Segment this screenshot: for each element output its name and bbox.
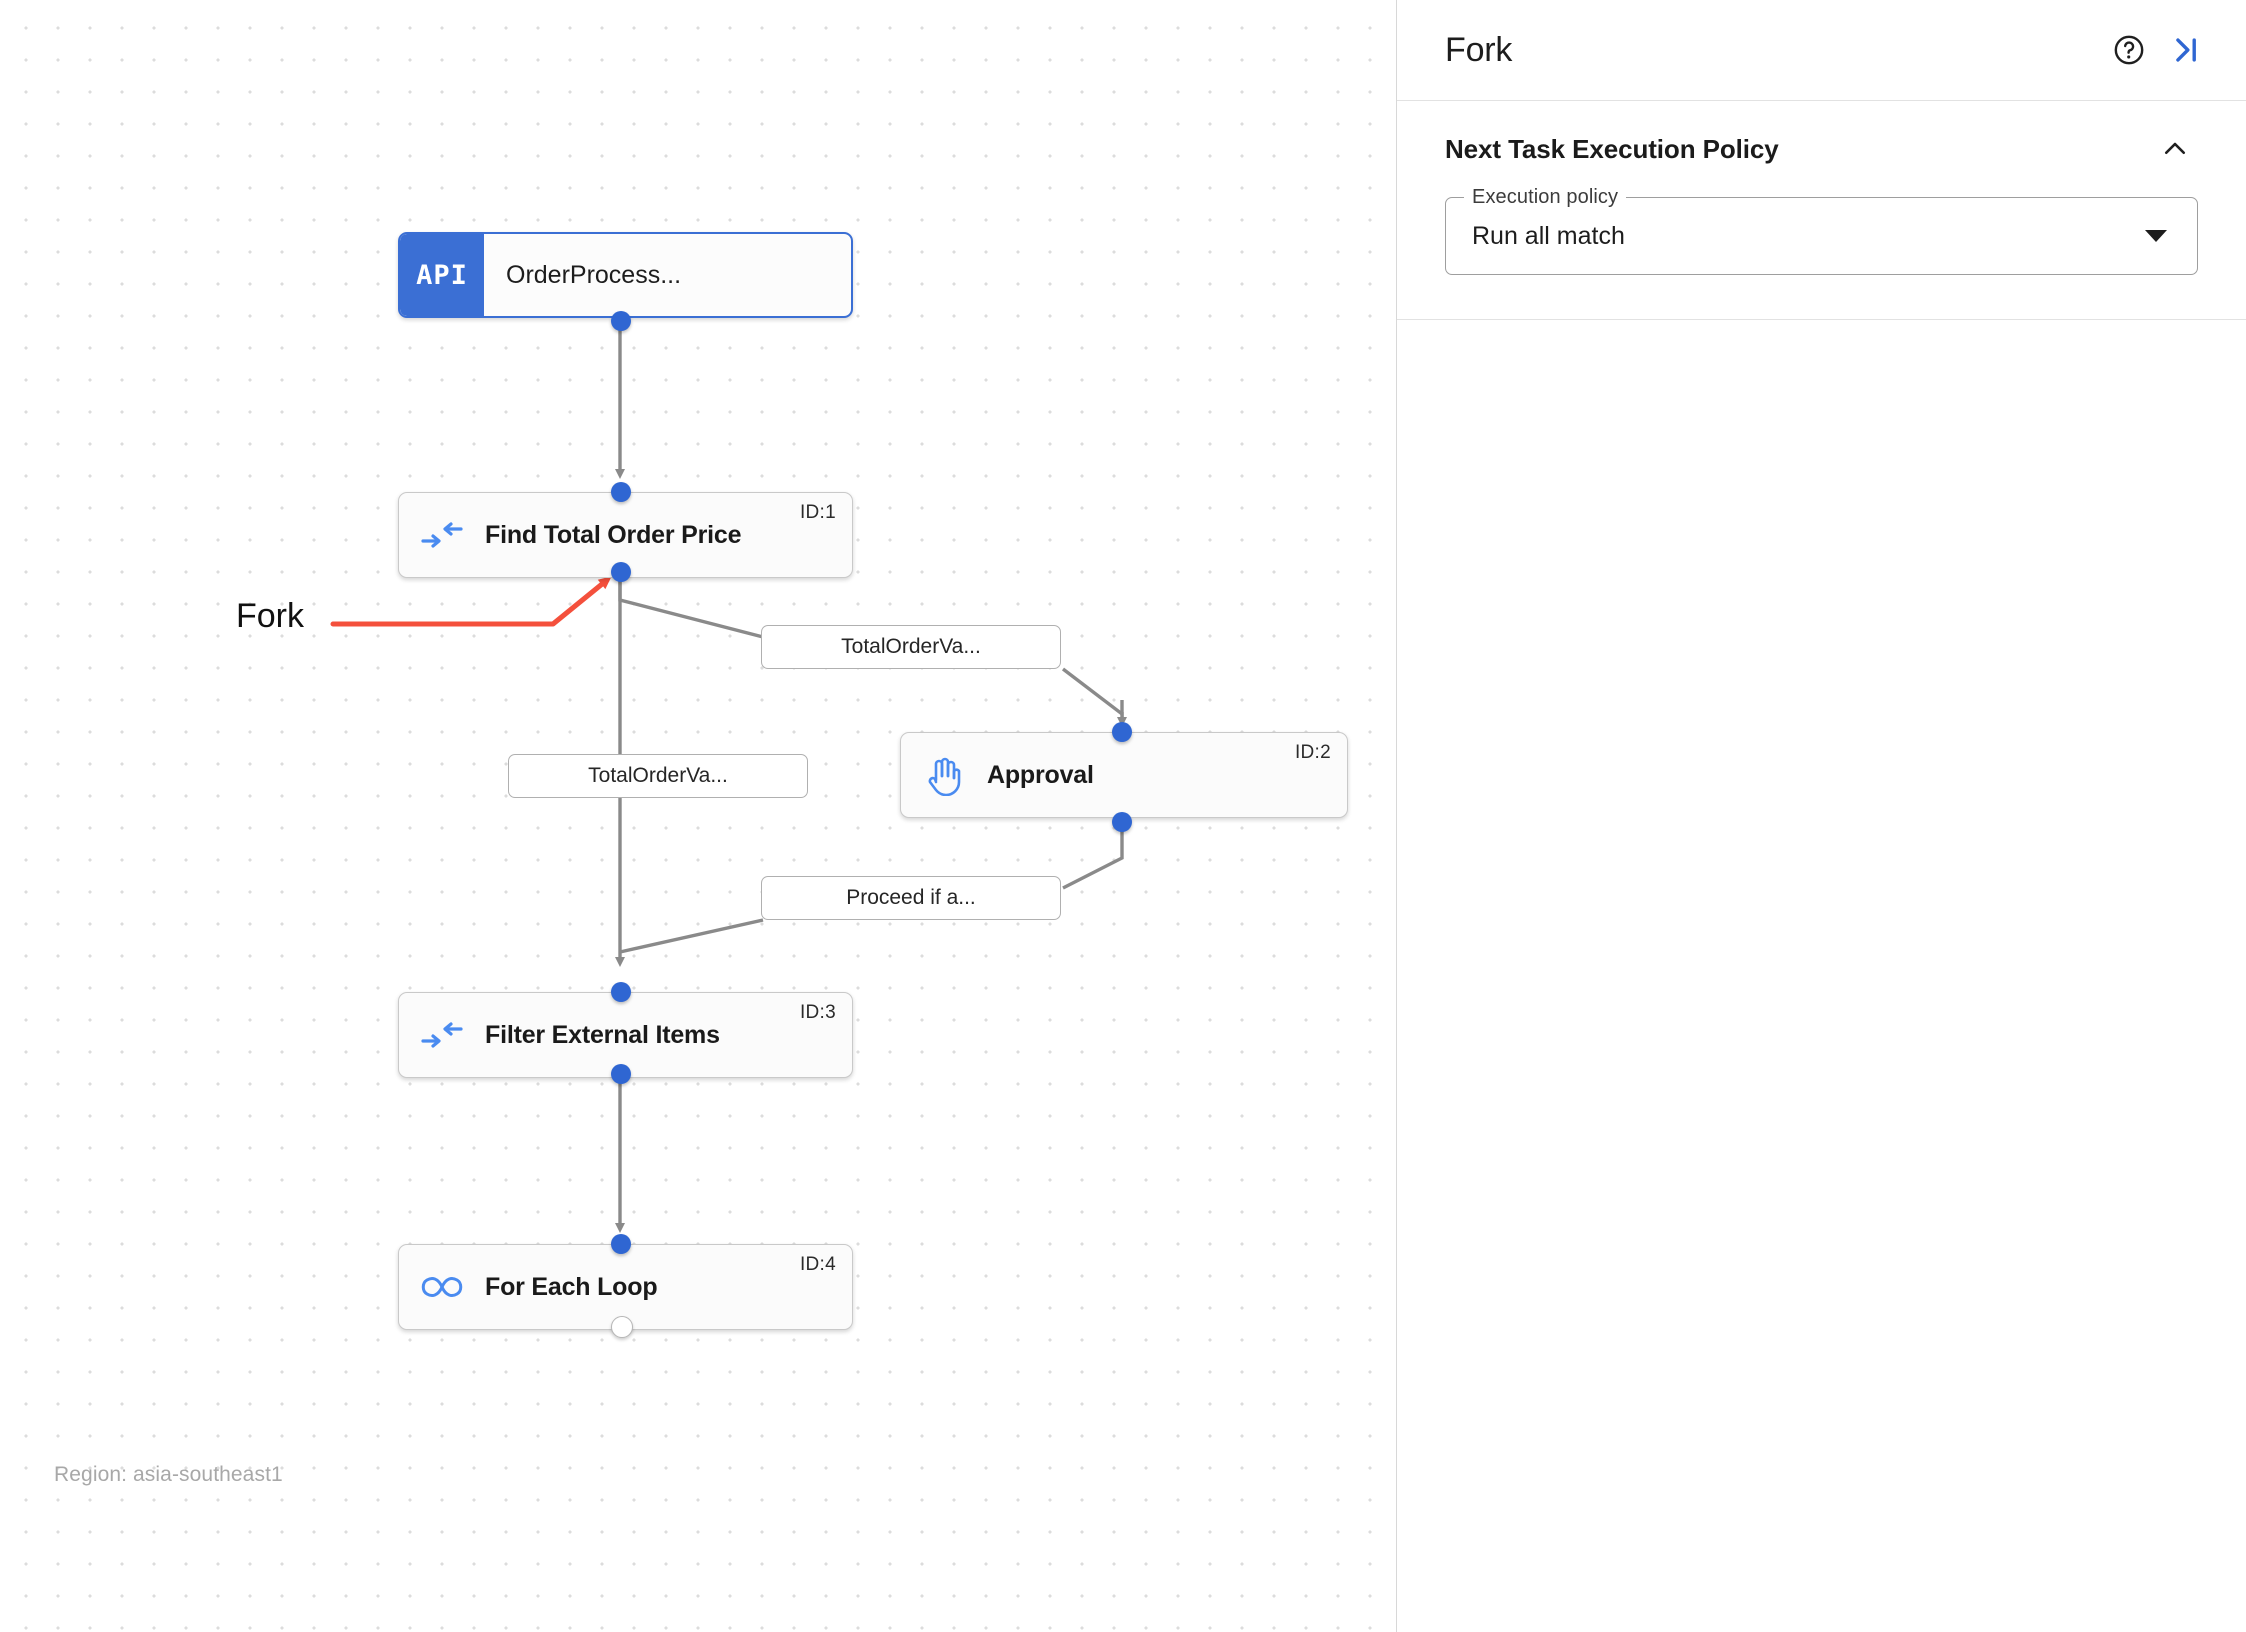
execution-policy-select[interactable]: Execution policy Run all match — [1445, 186, 2198, 275]
connector-dot-id4-out[interactable] — [611, 1316, 633, 1338]
connector-dot-id3-in[interactable] — [611, 982, 631, 1002]
chevron-up-icon[interactable] — [2152, 126, 2198, 172]
compress-arrows-icon — [399, 1018, 485, 1052]
connector-dot-api-out[interactable] — [611, 311, 631, 331]
hand-icon — [901, 754, 987, 796]
properties-panel: Fork Next Task Execution Policy — [1397, 0, 2246, 1632]
node-title: OrderProcess... — [506, 260, 682, 289]
node-id-badge: ID:1 — [799, 502, 836, 523]
edge-label-to-filter[interactable]: TotalOrderVa... — [508, 754, 808, 798]
connector-dot-id3-out[interactable] — [611, 1064, 631, 1084]
connector-dot-id1-out-fork[interactable] — [611, 562, 631, 582]
execution-policy-label: Execution policy — [1464, 186, 1627, 209]
node-title: Approval — [987, 760, 1094, 789]
workflow-canvas[interactable]: API OrderProcess... Find Total Order Pri… — [0, 0, 1396, 1632]
panel-header: Fork — [1397, 0, 2246, 101]
connector-dot-id4-in[interactable] — [611, 1234, 631, 1254]
help-circle-icon[interactable] — [2106, 27, 2152, 73]
node-order-process[interactable]: API OrderProcess... — [398, 232, 853, 318]
node-approval[interactable]: Approval ID:2 — [900, 732, 1348, 818]
node-title: For Each Loop — [485, 1272, 658, 1301]
node-id-badge: ID:3 — [799, 1002, 836, 1023]
connector-dot-id2-in[interactable] — [1112, 722, 1132, 742]
node-find-total-order-price[interactable]: Find Total Order Price ID:1 — [398, 492, 853, 578]
next-task-execution-policy-section: Next Task Execution Policy Execution pol… — [1397, 101, 2246, 320]
compress-arrows-icon — [399, 518, 485, 552]
section-header[interactable]: Next Task Execution Policy — [1445, 101, 2198, 197]
section-title: Next Task Execution Policy — [1445, 133, 1779, 164]
node-title: Filter External Items — [485, 1020, 720, 1049]
region-label: Region: asia-southeast1 — [54, 1463, 283, 1486]
node-id-badge: ID:4 — [799, 1254, 836, 1275]
caret-down-icon[interactable] — [2145, 230, 2167, 242]
connector-dot-id2-out[interactable] — [1112, 812, 1132, 832]
collapse-panel-right-icon[interactable] — [2162, 27, 2208, 73]
infinity-icon — [399, 1273, 485, 1301]
canvas-panel-divider — [1396, 0, 1397, 1632]
fork-annotation-label: Fork — [236, 597, 304, 635]
node-id-badge: ID:2 — [1294, 742, 1331, 763]
panel-title: Fork — [1445, 30, 1513, 69]
api-badge-label: API — [416, 259, 468, 291]
connector-dot-id1-in[interactable] — [611, 482, 631, 502]
node-title: Find Total Order Price — [485, 520, 742, 549]
api-badge-icon: API — [400, 234, 484, 316]
node-filter-external-items[interactable]: Filter External Items ID:3 — [398, 992, 853, 1078]
edge-label-to-approval[interactable]: TotalOrderVa... — [761, 625, 1061, 669]
edge-label-approval-proceed[interactable]: Proceed if a... — [761, 876, 1061, 920]
execution-policy-value: Run all match — [1472, 221, 1625, 250]
